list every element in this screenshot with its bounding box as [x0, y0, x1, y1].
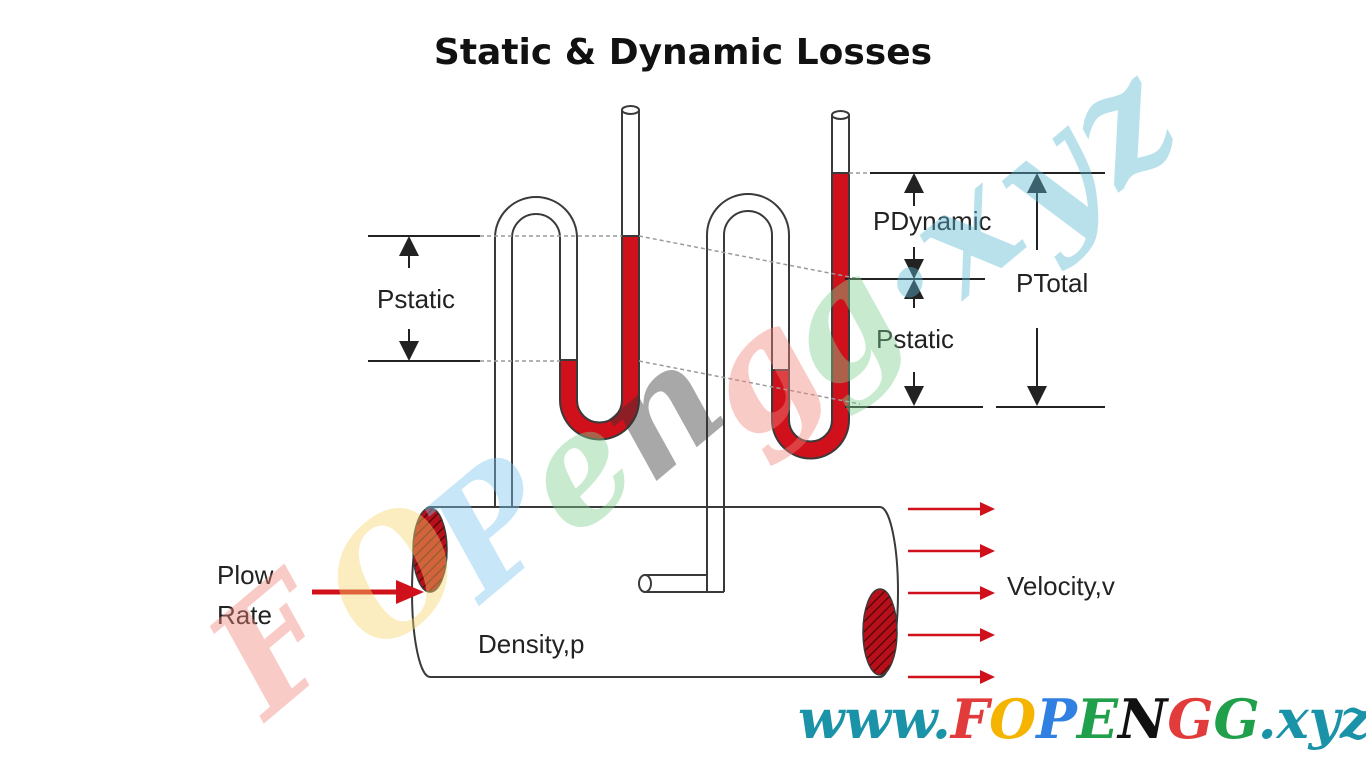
watermark-url: www.FOPENGG.xyz — [798, 687, 1366, 751]
diagram-title: Static & Dynamic Losses — [433, 32, 933, 73]
pdynamic-label: PDynamic — [873, 206, 991, 236]
velocity-arrows — [908, 502, 995, 684]
outlet-cross-section — [862, 588, 898, 676]
velocity-label: Velocity,v — [1007, 571, 1115, 601]
pstatic-right-label: Pstatic — [876, 324, 954, 354]
density-label: Density,p — [478, 629, 584, 659]
pstatic-left-label: Pstatic — [377, 284, 455, 314]
pitot-manometer-fluid — [771, 172, 850, 460]
pstatic-left-dimension — [368, 235, 480, 362]
flow-rate-label-line1: Plow — [217, 560, 274, 590]
static-manometer-fluid — [559, 235, 640, 441]
inlet-cross-section — [412, 507, 448, 593]
flow-rate-label-line2: Rate — [217, 600, 272, 630]
flow-rate-arrow — [312, 580, 424, 604]
right-dimension-lines — [845, 172, 1105, 408]
ptotal-label: PTotal — [1016, 268, 1088, 298]
projection-lines — [480, 172, 870, 405]
